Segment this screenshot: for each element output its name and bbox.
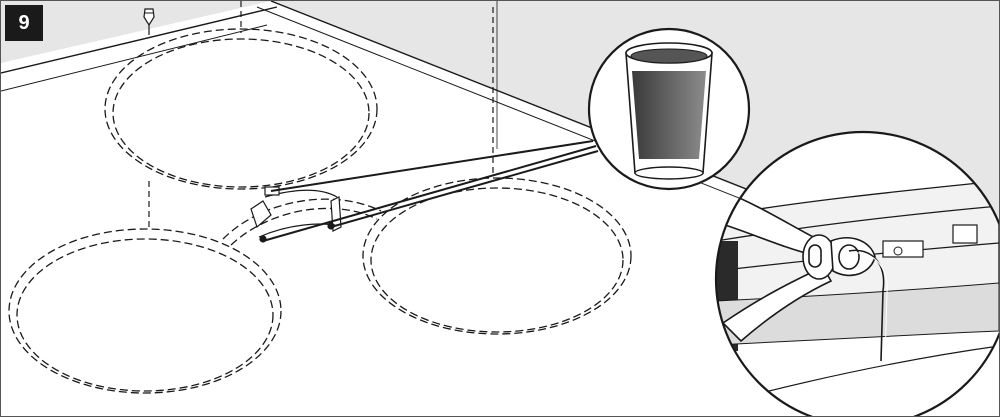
center-zone-outline: [222, 198, 382, 240]
cooking-zone-back-left-outer: [104, 28, 378, 190]
cooking-zone-front-right-inner: [370, 187, 624, 333]
cooking-zone-back-left-inner: [112, 38, 370, 188]
panel-inner-edge: [1, 24, 268, 92]
step-number-badge: 9: [5, 5, 43, 41]
pliers-icon: [718, 189, 876, 343]
cup-callout-leaders: [262, 140, 599, 242]
screw-icon: [143, 8, 155, 35]
panel-back-edge: [1, 6, 278, 74]
cooking-zone-front-left-inner: [16, 238, 274, 392]
cup-of-water-icon: [625, 42, 713, 180]
cooking-zone-front-left-outer: [8, 228, 282, 394]
cup-callout: [587, 27, 751, 191]
cooking-zone-front-right-outer: [362, 177, 632, 335]
pliers-zoom-callout: [714, 130, 999, 416]
